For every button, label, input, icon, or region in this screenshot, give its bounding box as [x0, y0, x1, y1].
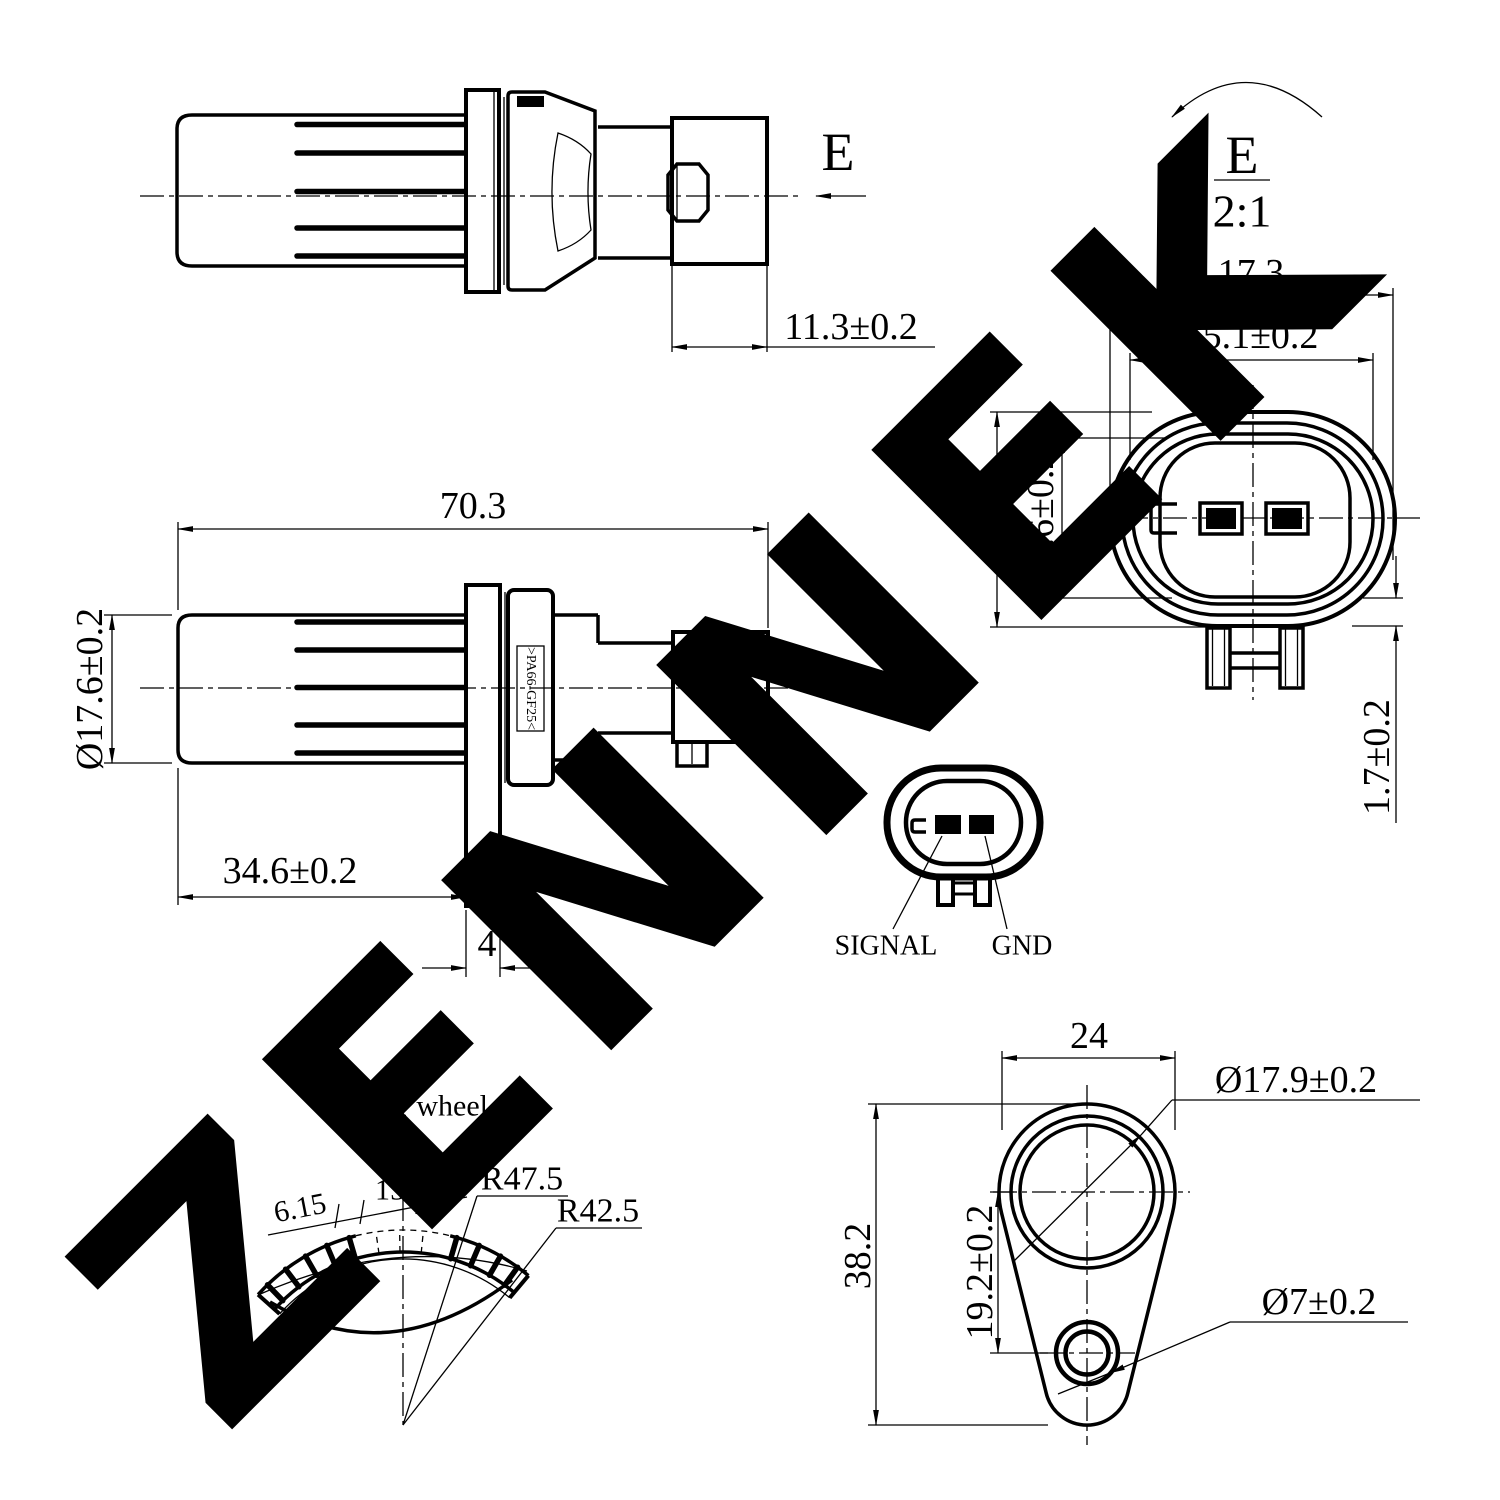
material-marking-text: >PA66-GF25< [523, 647, 538, 730]
view-mounting-flange: 24 38.2 19.2±0.2 Ø17.9±0.2 Ø7±0. [837, 1015, 1420, 1445]
dim-width-inner: 15.1±0.2 [1129, 315, 1374, 460]
label-signal: SIGNAL [835, 931, 938, 962]
dim-hole-offset: 19.2±0.2 [959, 1191, 1048, 1354]
svg-text:4: 4 [478, 923, 497, 965]
dim-text-11-3: 11.3±0.2 [784, 306, 917, 348]
pinout-face-inner [903, 778, 1024, 867]
dim-text-15deg: 15° [375, 1174, 417, 1207]
polarity-notch [1149, 502, 1177, 535]
dim-flange-height: 38.2 [837, 1103, 1085, 1426]
dim-total-length: 70.3 [177, 485, 769, 628]
view-side-connector-end: 11.3±0.2 E [140, 88, 935, 352]
connector-housing-block [506, 588, 555, 787]
section-label-e: E [822, 122, 855, 182]
hub-arc-thick [269, 1278, 514, 1335]
label-gnd: GND [992, 931, 1053, 962]
detail-label-e: E [1226, 125, 1259, 185]
view-trigger-wheel: Trigger wheel 1:2 [256, 1090, 642, 1426]
svg-text:24: 24 [1070, 1015, 1108, 1057]
flange-outline [997, 1102, 1177, 1427]
connector-shell [670, 116, 769, 266]
leader-gnd [984, 835, 1008, 930]
trigger-wheel-scale: 1:2 [381, 1132, 419, 1165]
housing-inner-slot [551, 132, 592, 252]
svg-text:Ø17.6±0.2: Ø17.6±0.2 [69, 608, 111, 770]
svg-text:17.3: 17.3 [1218, 252, 1285, 294]
pinout-face-outer [883, 764, 1044, 881]
shell-bottom-tab [675, 742, 709, 768]
dim-radii: R47.5 R42.5 [402, 1161, 642, 1426]
svg-text:Ø7±0.2: Ø7±0.2 [1262, 1281, 1377, 1323]
terminal-pin [666, 162, 710, 223]
sensor-body-outline [175, 113, 467, 268]
dim-body-diameter: Ø17.6±0.2 [69, 608, 172, 770]
svg-text:Ø17.9±0.2: Ø17.9±0.2 [1215, 1059, 1377, 1101]
connector-housing [506, 90, 597, 292]
sensor-body-ribs [294, 121, 467, 259]
dim-flange-thickness: 4 [422, 910, 544, 977]
pinout-tabs [936, 875, 992, 907]
dim-height-outer: 12.8 [958, 411, 1228, 628]
housing-key-mark [517, 96, 544, 107]
view-side-flange: >PA66-GF25< 70.3 Ø17.6±0.2 [69, 485, 810, 977]
mounting-flange-plate [464, 583, 502, 908]
detail-scale: 2:1 [1213, 186, 1272, 237]
dim-flange-position: 34.6±0.2 [177, 768, 467, 905]
dim-tab-offset: 1.7±0.2 [1352, 556, 1403, 823]
pinout-notch [910, 818, 926, 834]
dim-tooth: 6.15 15° [267, 1174, 468, 1236]
dim-height-inner: 10.6±0.2 [1020, 437, 1172, 599]
sensor-body-outline [176, 613, 467, 765]
dim-flange-width: 24 [1001, 1015, 1176, 1130]
svg-text:15.1±0.2: 15.1±0.2 [1184, 315, 1319, 357]
housing-steps [553, 613, 673, 762]
view-connector-detail: E 2:1 [958, 81, 1420, 823]
hub-arc-thin [257, 1255, 528, 1296]
dim-ring-diameter: Ø17.9±0.2 [1012, 1059, 1420, 1263]
svg-text:34.6±0.2: 34.6±0.2 [223, 850, 358, 892]
svg-text:12.8: 12.8 [958, 486, 1000, 553]
rotation-arc-arrow [1171, 81, 1323, 118]
trigger-wheel-title: Trigger wheel [320, 1090, 488, 1123]
svg-text:38.2: 38.2 [837, 1223, 879, 1290]
view-pinout: SIGNAL GND [835, 764, 1053, 962]
connector-shell [671, 630, 770, 744]
dim-width-outer: 17.3 [1109, 252, 1394, 560]
svg-text:19.2±0.2: 19.2±0.2 [959, 1205, 1001, 1340]
pinout-pin-gnd [969, 815, 994, 834]
svg-text:70.3: 70.3 [440, 485, 507, 527]
dim-connector-width: 11.3±0.2 [671, 266, 935, 352]
flange-ring [464, 88, 501, 294]
mounting-tabs [1205, 626, 1305, 690]
marking-label-plate [516, 645, 545, 732]
dim-text-r47-5: R47.5 [481, 1161, 563, 1198]
dim-hole-diameter: Ø7±0.2 [1057, 1281, 1408, 1395]
leader-signal [892, 835, 943, 930]
svg-text:10.6±0.2: 10.6±0.2 [1020, 451, 1062, 586]
connector-face-mid [1120, 421, 1385, 617]
svg-text:1.7±0.2: 1.7±0.2 [1356, 699, 1398, 815]
sensor-body-ribs [294, 619, 467, 756]
pinout-pin-signal [935, 815, 961, 834]
dim-text-r42-5: R42.5 [557, 1193, 639, 1230]
connector-cavity [1158, 441, 1352, 599]
